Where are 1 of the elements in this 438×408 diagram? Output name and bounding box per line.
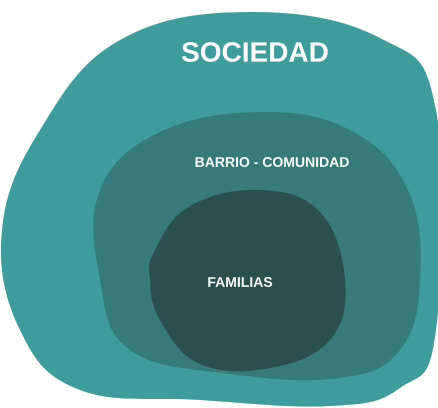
region-blob: FAMILIAS (149, 190, 346, 372)
